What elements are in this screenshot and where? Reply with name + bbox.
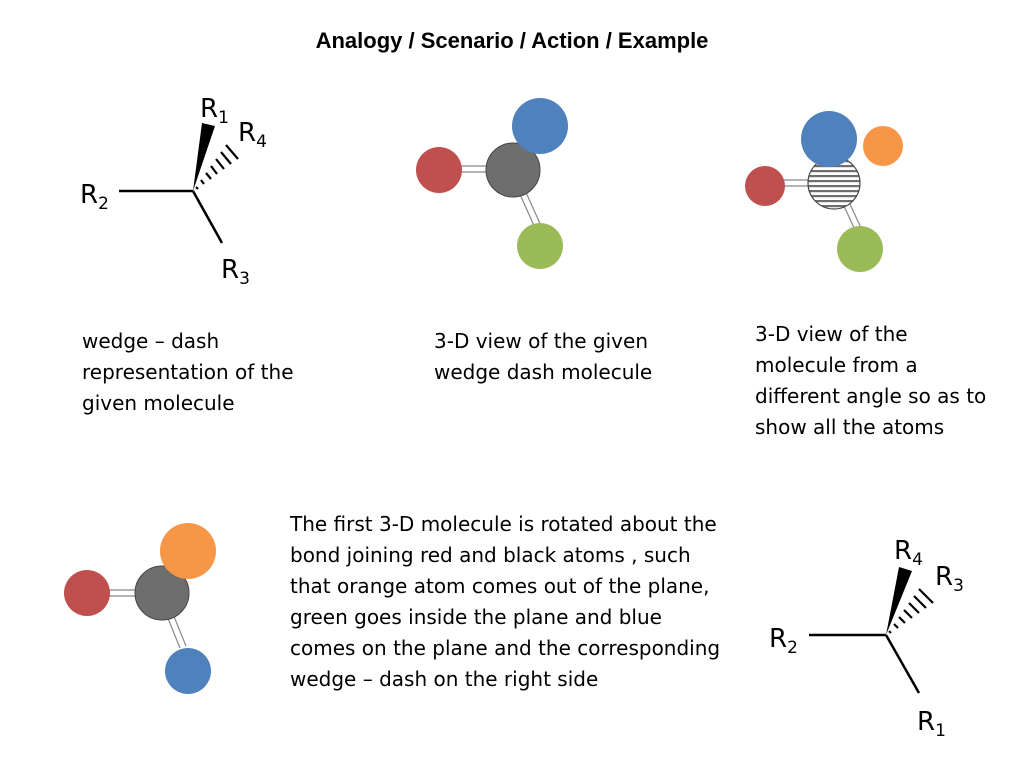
bonds — [108, 589, 187, 649]
green-atom — [837, 226, 883, 272]
molecule-3d-2 — [745, 111, 903, 272]
green-atom — [517, 223, 563, 269]
red-atom — [64, 570, 110, 616]
dash-bond-r4 — [195, 144, 239, 190]
orange-atom — [863, 126, 903, 166]
black-atom — [485, 142, 541, 198]
label-r2: R2 — [80, 180, 109, 214]
red-atom — [416, 147, 462, 193]
blue-atom — [512, 98, 568, 154]
label-r3: R3 — [221, 255, 250, 289]
orange-atom — [160, 523, 216, 579]
dash-bond-r3 — [888, 588, 934, 634]
wedge-dash-structure-1: R2 R1 R4 R3 — [80, 94, 267, 289]
red-atom — [745, 166, 785, 206]
label-r1: R1 — [200, 94, 229, 128]
label-r4: R4 — [894, 536, 923, 570]
wedge-bond-r1 — [193, 123, 215, 191]
label-r4: R4 — [238, 118, 267, 152]
label-r3: R3 — [935, 562, 964, 596]
blue-atom — [165, 648, 211, 694]
label-r1: R1 — [917, 707, 946, 741]
bond-r3 — [191, 190, 224, 244]
molecule-3d-3 — [64, 523, 216, 694]
wedge-bond-r4 — [886, 567, 912, 635]
caption-wedge-dash: wedge – dash representation of the given… — [82, 329, 294, 415]
caption-rotation: The first 3-D molecule is rotated about … — [290, 512, 721, 691]
bond-r1 — [884, 634, 921, 694]
caption-3d-view-angle: 3-D view of the molecule from a differen… — [755, 322, 987, 439]
wedge-dash-structure-2: R2 R4 R3 R1 — [769, 536, 964, 741]
label-r2: R2 — [769, 624, 798, 658]
caption-3d-view: 3-D view of the given wedge dash molecul… — [434, 329, 653, 384]
blue-atom — [801, 111, 857, 167]
page-title: Analogy / Scenario / Action / Example — [315, 28, 709, 53]
black-atom — [134, 565, 190, 621]
molecule-3d-1 — [416, 98, 568, 269]
